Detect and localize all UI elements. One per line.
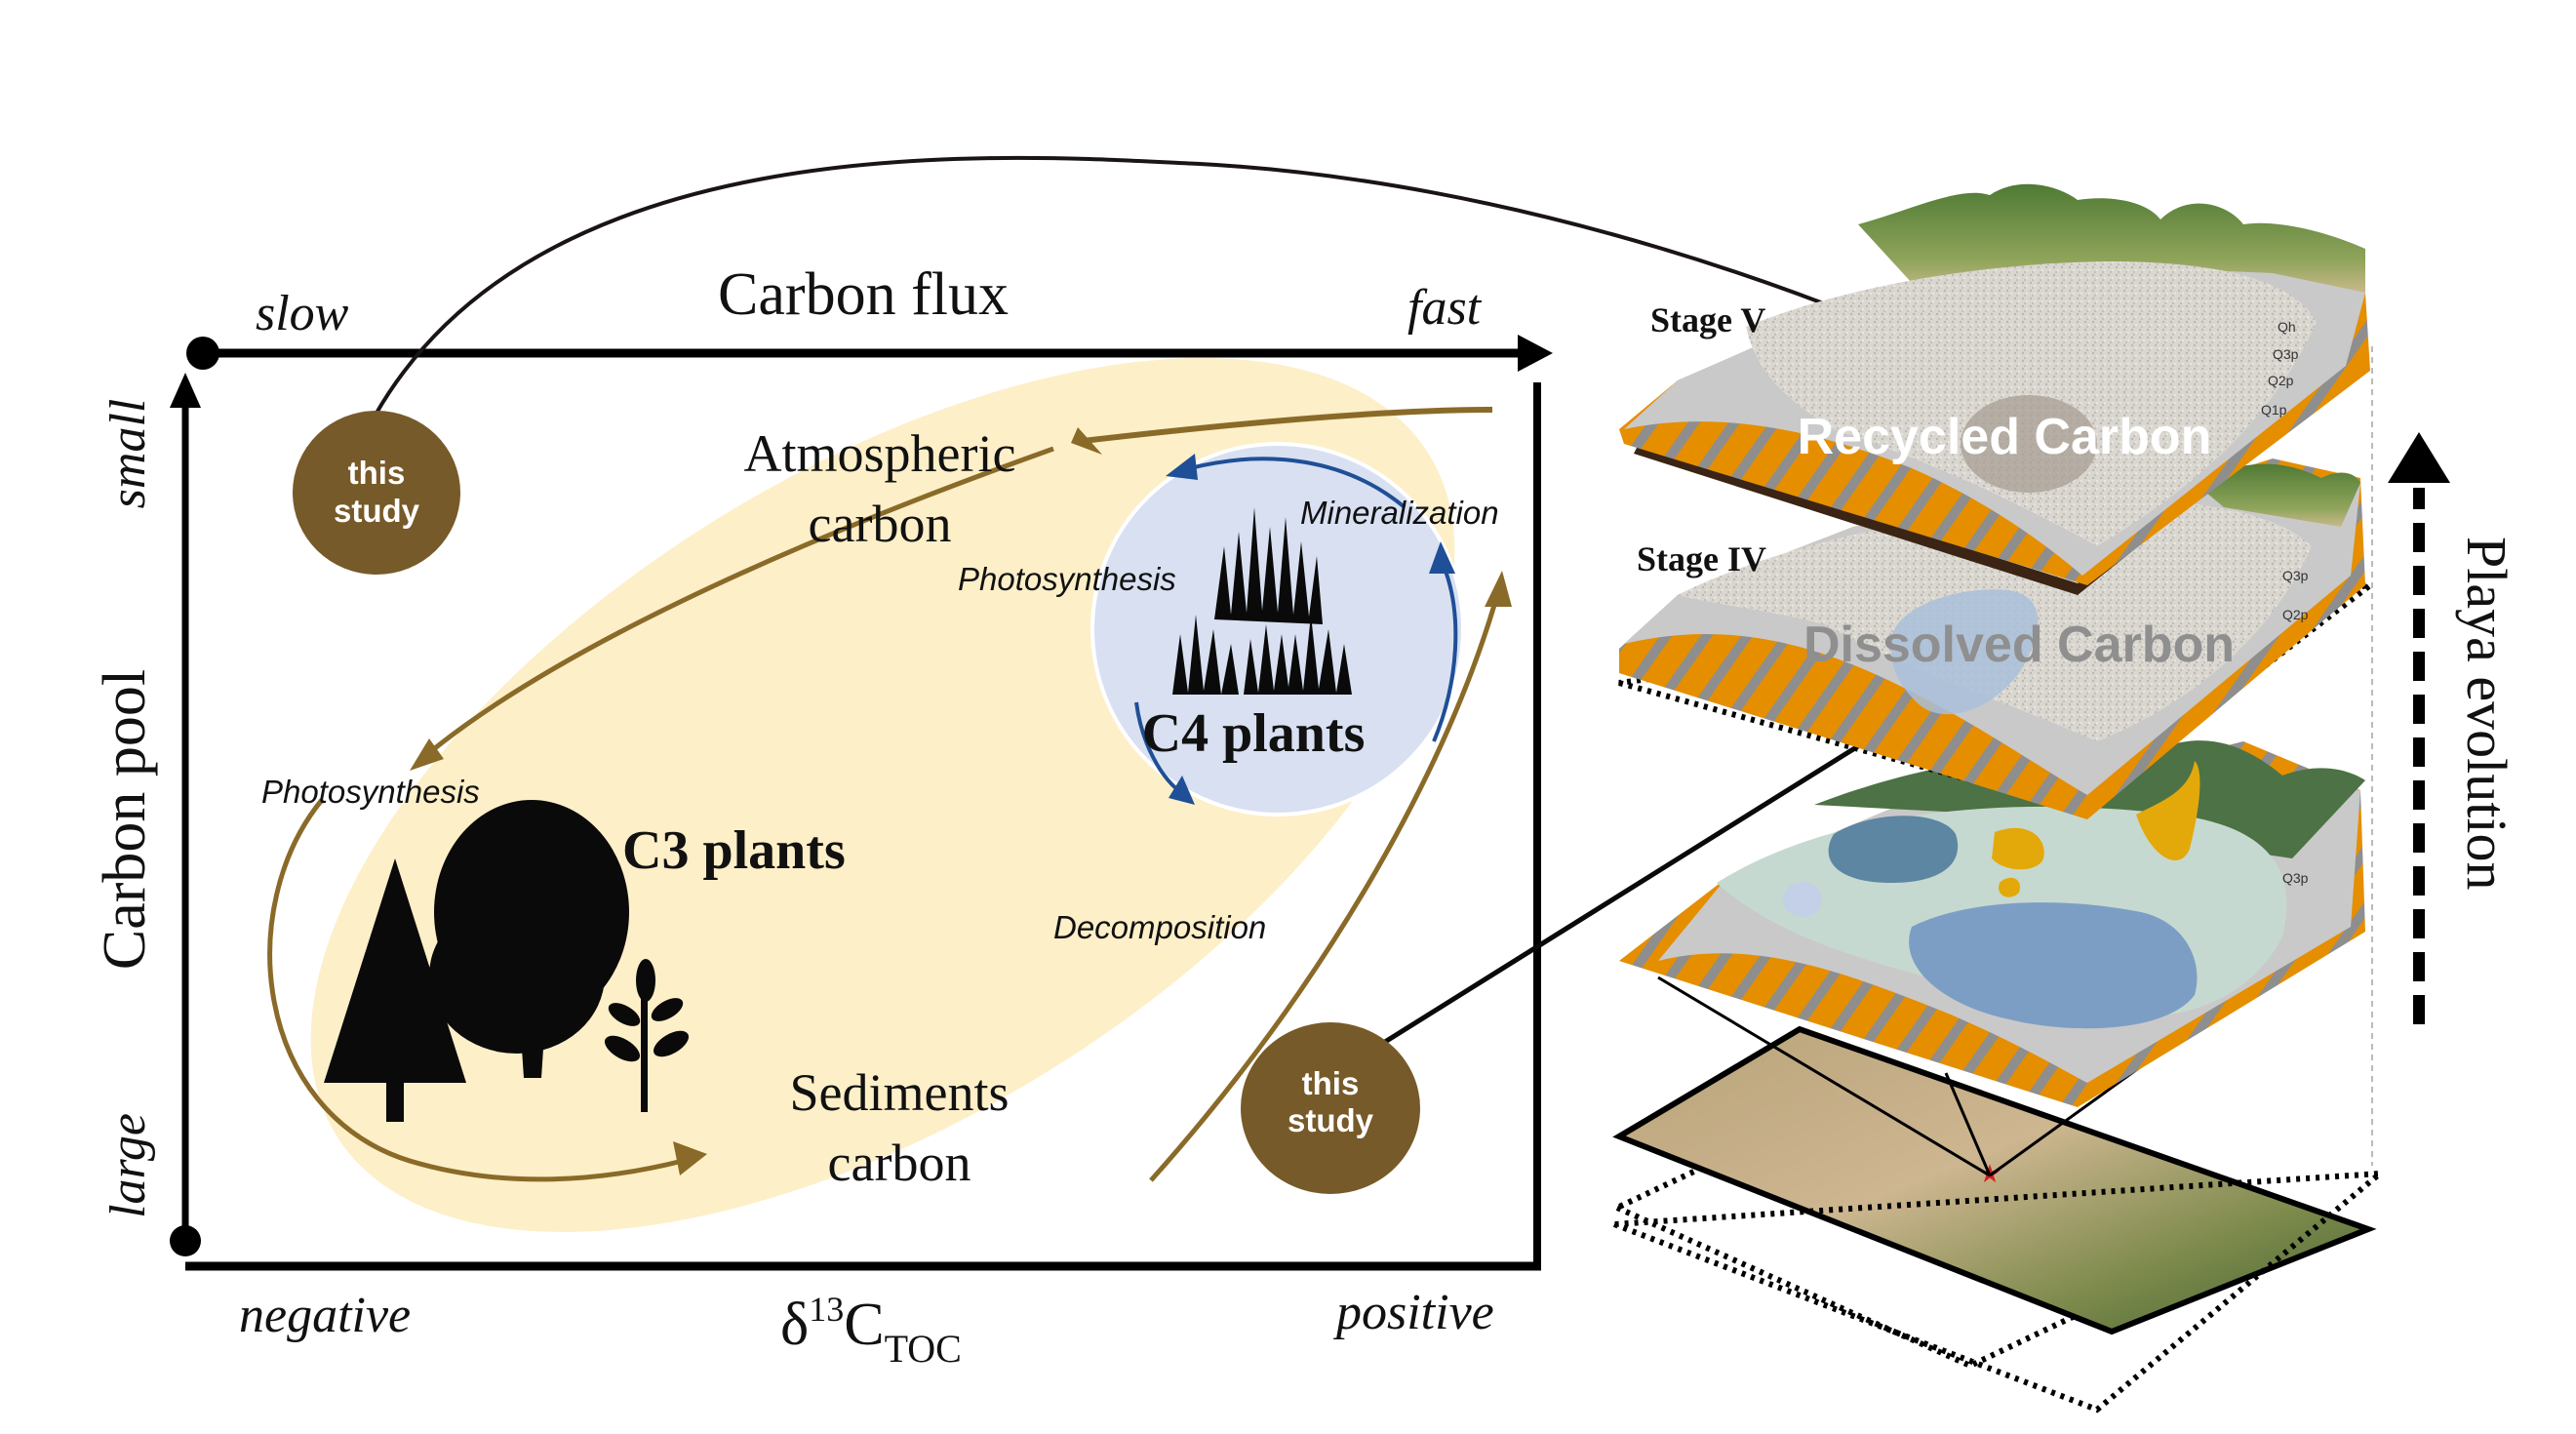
carbon-cycle-panel: Atmospheric carbon Sediments carbon Phot… <box>92 155 2059 1371</box>
isotope-superscript: 13 <box>809 1290 844 1329</box>
grass-icon <box>1172 507 1352 695</box>
mineralization-label: Mineralization <box>1300 495 1499 531</box>
delta-symbol: δ <box>780 1292 809 1358</box>
map-connector-2 <box>1944 1072 1992 1176</box>
fast-label: fast <box>1407 280 1483 336</box>
carbon-pool-arrowhead <box>170 373 201 408</box>
dissolved-carbon-label: Dissolved Carbon <box>1803 617 2235 673</box>
sediments-carbon-label-line2: carbon <box>828 1134 971 1192</box>
photosynthesis-c4-label: Photosynthesis <box>958 561 1176 597</box>
satellite-map <box>1612 1025 2377 1335</box>
lake-deep-water-south <box>1909 902 2198 1029</box>
lake-deep-water-north <box>1828 816 1959 883</box>
unit-label: Q2p <box>2268 373 2294 388</box>
c4-arrow-bottom-head <box>1169 776 1195 805</box>
slow-label: slow <box>256 286 349 341</box>
carbon-pool-axis-origin-dot <box>170 1225 201 1256</box>
carbon-symbol: C <box>844 1292 884 1358</box>
toc-subscript: TOC <box>885 1327 962 1371</box>
stage-iv-grass <box>2195 463 2360 527</box>
connector-line-dissolved <box>1383 697 1933 1045</box>
atmospheric-carbon-label-line2: carbon <box>809 495 952 553</box>
c4-arrow-right-head <box>1429 541 1455 574</box>
connector-curve-recycled <box>374 155 2047 416</box>
cycle-arrow-bottom <box>267 798 684 1182</box>
recycled-carbon-label: Recycled Carbon <box>1798 409 2212 465</box>
carbon-flux-title: Carbon flux <box>718 261 1009 328</box>
deciduous-tree-icon <box>429 800 629 1078</box>
stage-v-layer: Stage V Recycled Carbon Qh Q3p Q2p Q1p <box>1619 183 2370 595</box>
carbon-flux-arrowhead <box>1518 335 1553 372</box>
cycle-arrow-right-head <box>1485 571 1512 607</box>
cycle-arrow-left <box>417 446 1054 763</box>
recycled-carbon-patch <box>1961 395 2097 493</box>
atmospheric-carbon-label-line1: Atmospheric <box>744 424 1016 483</box>
photosynthesis-c3-label: Photosynthesis <box>261 774 480 810</box>
salt-deposit-3 <box>2136 761 2200 861</box>
salt-deposit-1 <box>1992 827 2044 870</box>
salt-deposit-2 <box>1999 877 2020 897</box>
playa-evolution-arrowhead <box>2388 432 2450 483</box>
playa-evolution-label: Playa evolution <box>2455 537 2518 890</box>
carbon-pool-title: Carbon pool <box>92 669 158 970</box>
c4-arrow-right <box>1432 565 1458 742</box>
badge-text-line1: this <box>348 455 406 491</box>
map-connector-1 <box>1657 976 1991 1177</box>
stage-v-label: Stage V <box>1650 300 1765 339</box>
cycle-arrow-top <box>1082 407 1493 444</box>
positive-label: positive <box>1332 1285 1494 1340</box>
stage-lake-layer: Q3p <box>1619 740 2365 1107</box>
small-label: small <box>100 399 156 509</box>
cycle-arrow-left-head <box>410 738 444 771</box>
badge-text-line1: this <box>1302 1065 1360 1101</box>
lake-small-pond <box>1783 882 1822 917</box>
cycle-arrow-bottom-head <box>673 1141 707 1175</box>
stage-iv-label: Stage IV <box>1637 539 1766 578</box>
this-study-badge-bottom: this study <box>1241 1022 1420 1194</box>
cycle-arrow-right <box>1149 594 1500 1182</box>
seedling-icon <box>604 959 690 1112</box>
unit-label: Qh <box>2278 319 2296 335</box>
stage-v-hills <box>1858 183 2365 293</box>
unit-label: Q3p <box>2273 346 2299 362</box>
carbon-flux-axis-origin-dot <box>186 337 219 370</box>
c4-arrow-top <box>1189 457 1407 509</box>
this-study-badge-top: this study <box>293 411 460 575</box>
unit-label: Q3p <box>2282 870 2309 886</box>
badge-text-line2: study <box>1288 1102 1374 1138</box>
playa-evolution-panel: ★ Q3p Stage IV Di <box>1609 183 2518 1414</box>
c4-cycle-circle <box>1090 442 1465 817</box>
stage-iv-layer: Stage IV Dissolved Carbon Q3p Q2p <box>1618 458 2381 819</box>
c3-plants-label: C3 plants <box>622 820 846 881</box>
unit-label: Q1p <box>2261 402 2287 418</box>
large-label: large <box>100 1113 156 1218</box>
conifer-tree-icon <box>324 858 466 1122</box>
unit-label: Q3p <box>2282 568 2309 583</box>
negative-label: negative <box>239 1288 411 1343</box>
cycle-arrow-top-head <box>1071 427 1102 455</box>
decomposition-label: Decomposition <box>1053 909 1266 945</box>
unit-label: Q2p <box>2282 607 2309 622</box>
c4-arrow-top-head <box>1166 454 1198 480</box>
playa-evolution-arrow <box>2388 432 2450 1024</box>
dissolved-carbon-pond <box>1890 589 2039 715</box>
sediments-carbon-label-line1: Sediments <box>790 1063 1010 1122</box>
delta13c-toc-title: δ13CTOC <box>780 1290 962 1371</box>
map-layer: ★ <box>1609 976 2389 1414</box>
badge-text-line2: study <box>334 493 420 529</box>
c4-plants-label: C4 plants <box>1142 703 1366 764</box>
